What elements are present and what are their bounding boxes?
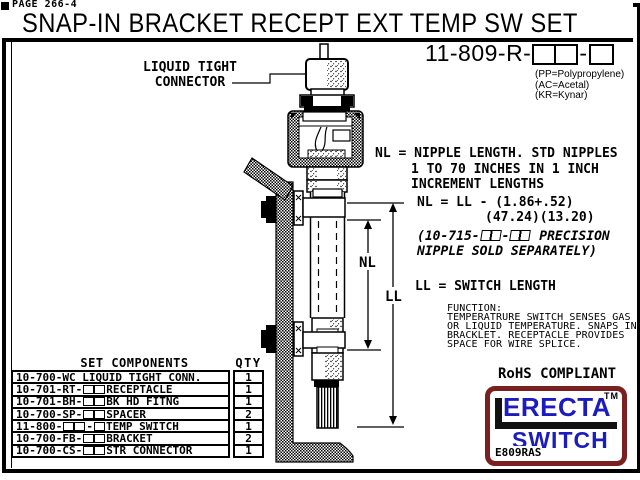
segment-text: 10-700-CS- <box>16 444 83 458</box>
title-bar <box>2 3 633 42</box>
blank-fill-box <box>83 434 106 444</box>
segment-text: (10-715- <box>417 229 480 244</box>
part-number: 11-809-R- - <box>424 40 614 67</box>
blank-fill-box <box>532 44 579 65</box>
dimension-nl: NL <box>347 219 381 351</box>
blank-fill-box <box>83 446 106 456</box>
blank-fill-box <box>509 230 532 241</box>
segment-text: - <box>86 419 93 433</box>
nl-dim-label: NL <box>359 255 376 271</box>
blank-fill-box <box>83 397 106 407</box>
material-pp: (PP=Polypropylene) <box>535 69 625 80</box>
inner-border-line <box>11 42 12 468</box>
blank-fill-box <box>83 384 106 394</box>
logo-horizontal-bar <box>495 422 617 429</box>
liquid-tight-connector-label: LIQUID TIGHT CONNECTOR <box>143 60 237 90</box>
connector-leader-line <box>232 73 305 84</box>
blank-fill-box <box>479 230 502 241</box>
table-header-components: SET COMPONENTS <box>80 356 189 370</box>
bracket-stand <box>243 157 354 463</box>
temp-switch <box>261 317 346 429</box>
switch-length-note: LL = SWITCH LENGTH <box>415 279 556 294</box>
nipple-equation-note: NL = LL - (1.86+.52) (47.24)(13.20) <box>417 195 595 225</box>
segment-text: TEMP SWITCH <box>105 419 179 433</box>
segment-text: BRACKET <box>106 432 153 446</box>
component-cell: 10-700-FB- BRACKET <box>11 431 230 446</box>
table-header-qty: QTY <box>235 356 262 370</box>
segment-text: SPACER <box>106 407 146 421</box>
page-number-label: PAGE 266-4 <box>11 0 82 10</box>
blank-fill-box <box>588 44 614 65</box>
logo-word-erecta: ERECTA <box>503 392 611 422</box>
blank-fill-box <box>83 409 106 419</box>
precision-nipple-note: (10-715-- PRECISION NIPPLE SOLD SEPARATE… <box>417 229 610 259</box>
logo-vertical-bar <box>495 398 502 427</box>
trademark-symbol: TM <box>604 391 619 401</box>
page-title: SNAP-IN BRACKET RECEPT EXT TEMP SW SET <box>22 8 578 38</box>
blank-fill-box <box>93 421 105 431</box>
segment-text: 10-701-RT- <box>16 382 83 396</box>
components-column: 10-700-WC LIQUID TIGHT CONN.10-701-RT- R… <box>11 370 230 459</box>
segment-text: - <box>501 229 510 244</box>
component-cell: 11-800- -TEMP SWITCH <box>11 419 230 434</box>
segment-text: 10-700-SP- <box>16 407 83 421</box>
segment-text: 10-700-WC LIQUID TIGHT CONN. <box>16 370 202 384</box>
material-kr: (KR=Kynar) <box>535 90 588 101</box>
component-cell: 10-700-CS- STR CONNECTOR <box>11 443 230 459</box>
ll-dim-label: LL <box>385 289 402 305</box>
dimension-ll: LL <box>347 202 406 428</box>
nipple-length-note: NL = NIPPLE LENGTH. STD NIPPLES 1 TO 70 … <box>375 146 618 192</box>
segment-text: RECEPTACLE <box>106 382 173 396</box>
function-note: FUNCTION: TEMPERATRURE SWITCH SENSES GAS… <box>447 303 637 350</box>
qty-cell: 1 <box>233 443 264 459</box>
liquid-tight-connector <box>299 43 355 112</box>
material-ac: (AC=Acetal) <box>535 79 590 91</box>
corner-registration-mark <box>1 2 9 10</box>
upper-bracket-clamp <box>261 190 346 226</box>
segment-text: BK HD FITNG <box>106 395 180 409</box>
component-cell: 10-701-RT- RECEPTACLE <box>11 382 230 397</box>
component-cell: 10-700-SP- SPACER <box>11 406 230 422</box>
drawing-code: E809RAS <box>494 446 543 459</box>
rohs-compliant-label: RoHS COMPLIANT <box>498 366 617 382</box>
component-cell: 10-701-BH- BK HD FITNG <box>11 394 230 409</box>
segment-text: 11-809-R- <box>425 40 532 66</box>
receptacle <box>287 110 364 193</box>
segment-text: PRECISION <box>531 229 610 244</box>
materials-note: (PP=Polypropylene) (AC=Acetal) (KR=Kynar… <box>535 69 625 102</box>
segment-text: 11-800- <box>16 419 63 433</box>
function-title: FUNCTION: <box>447 303 503 314</box>
segment-text: 10-701-BH- <box>16 395 83 409</box>
component-cell: 10-700-WC LIQUID TIGHT CONN. <box>11 370 230 385</box>
blank-fill-box <box>63 421 86 431</box>
segment-text: 10-700-FB- <box>16 432 83 446</box>
segment-text: - <box>579 40 588 66</box>
erecta-switch-logo: TM ERECTA SWITCH E809RAS <box>485 386 627 466</box>
segment-text: STR CONNECTOR <box>106 444 193 458</box>
